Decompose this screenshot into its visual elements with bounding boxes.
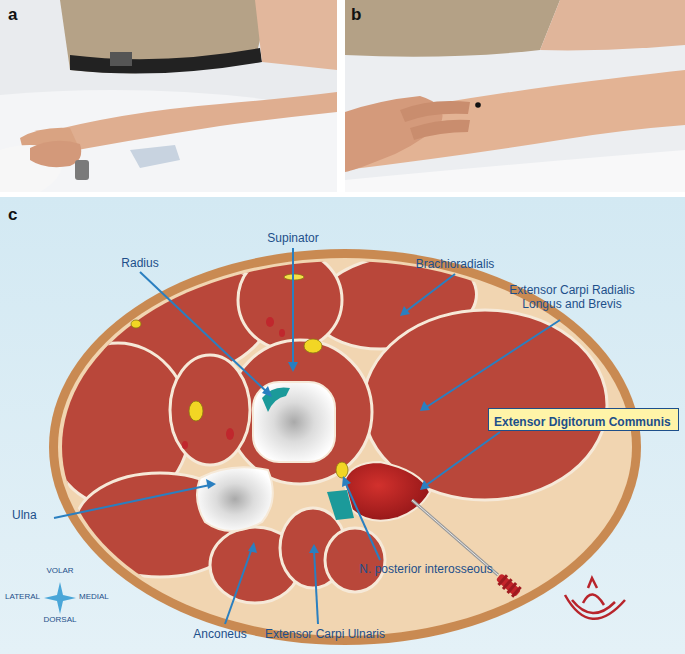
structure-label: Ulna bbox=[12, 508, 37, 522]
structure-label: Supinator bbox=[243, 231, 343, 245]
orientation-compass bbox=[44, 582, 76, 614]
compass-label: LATERAL bbox=[5, 592, 40, 601]
structure-label: Extensor Carpi Radialis Longus and Brevi… bbox=[492, 283, 652, 311]
photo-b bbox=[345, 0, 685, 192]
leader-arrowheads bbox=[206, 306, 430, 553]
structure-label: Anconeus bbox=[180, 627, 260, 641]
compass-label: MEDIAL bbox=[79, 592, 109, 601]
structure-label: Extensor Carpi Ulnaris bbox=[250, 627, 400, 641]
needle-electrode bbox=[412, 500, 523, 598]
eye-logo bbox=[565, 578, 625, 619]
highlight-label: Extensor Digitorum Communis bbox=[494, 415, 671, 429]
structure-label: Brachioradialis bbox=[400, 257, 510, 271]
panel-letter: a bbox=[8, 6, 17, 24]
leader-lines bbox=[54, 248, 560, 624]
panel-letter: c bbox=[8, 206, 17, 224]
structure-label: Radius bbox=[100, 256, 180, 270]
panel-letter: b bbox=[351, 6, 361, 24]
structure-label: N. posterior interosseous bbox=[346, 562, 506, 576]
highlight-box: Extensor Digitorum Communis bbox=[488, 408, 679, 431]
compass-label: DORSAL bbox=[43, 615, 77, 624]
photo-a bbox=[0, 0, 337, 192]
compass-label: VOLAR bbox=[45, 566, 75, 575]
